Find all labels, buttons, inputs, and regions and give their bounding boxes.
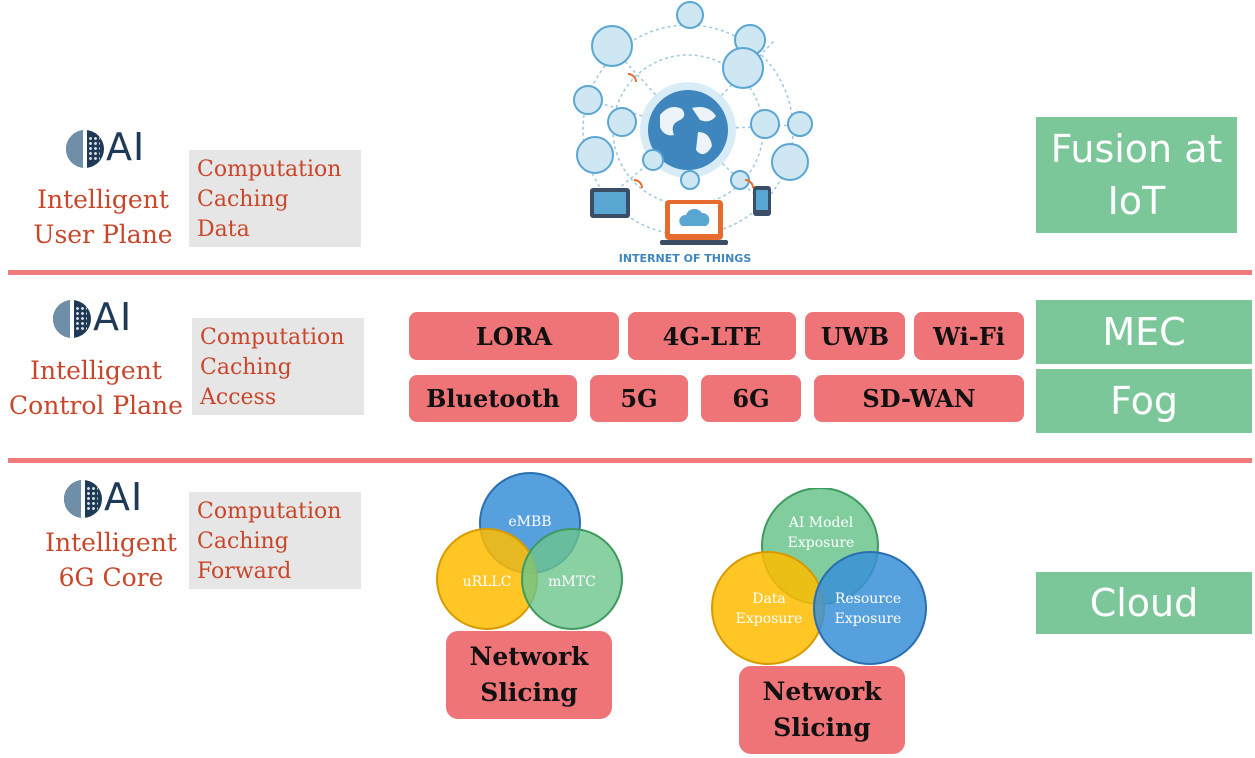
fog-label: Fog	[1036, 369, 1252, 433]
gear-icon	[573, 85, 603, 115]
6g-core-functions: Computation Caching Forward	[189, 492, 361, 589]
network-slicing-left: Network Slicing	[446, 631, 612, 719]
venn-label-mmtc: mMTC	[548, 574, 596, 590]
venn-label-embb: eMBB	[508, 514, 552, 530]
tech-sd-wan: SD-WAN	[814, 375, 1024, 422]
plane-divider	[8, 270, 1252, 275]
tech-5g: 5G	[590, 375, 688, 422]
plane-divider	[8, 458, 1252, 463]
user-plane-title: Intelligent User Plane	[33, 185, 173, 249]
network-slicing-right: Network Slicing	[739, 666, 905, 754]
6g-core-title: Intelligent 6G Core	[45, 528, 177, 592]
mec-label: MEC	[1036, 300, 1252, 364]
ai-logo: AI	[53, 295, 133, 342]
slicing-venn-right	[711, 488, 927, 665]
router-icon	[771, 143, 809, 181]
camera-icon	[591, 25, 633, 67]
iot-caption: INTERNET OF THINGS	[619, 252, 752, 265]
venn-circle-resource	[813, 551, 927, 665]
fusion-at-iot-label: Fusion at IoT	[1036, 117, 1237, 233]
control-plane-functions: Computation Caching Access	[192, 318, 364, 415]
tech-4g-lte: 4G-LTE	[628, 312, 796, 360]
user-plane-functions: Computation Caching Data	[189, 150, 361, 247]
tech-6g: 6G	[701, 375, 801, 422]
home-icon	[722, 47, 764, 89]
tech-bluetooth: Bluetooth	[409, 375, 577, 422]
tech-uwb: UWB	[805, 312, 905, 360]
venn-label-urllc: uRLLC	[462, 574, 512, 590]
tech-wifi: Wi-Fi	[914, 312, 1024, 360]
watch-icon	[607, 107, 637, 137]
slicing-venn-left	[436, 472, 623, 630]
factory-icon	[576, 136, 614, 174]
tech-lora: LORA	[409, 312, 619, 360]
ai-logo: AI	[64, 475, 144, 522]
cloud-label: Cloud	[1036, 572, 1252, 634]
venn-label-resource: Resource Exposure	[834, 591, 902, 627]
control-plane-title: Intelligent Control Plane	[9, 356, 183, 420]
heart-icon	[642, 149, 664, 171]
venn-label-data: Data Exposure	[735, 591, 803, 627]
venn-label-ai-model: AI Model Exposure	[787, 515, 855, 551]
ai-logo: AI	[66, 125, 146, 172]
venn-circle-mmtc	[521, 528, 623, 630]
printer-icon	[750, 109, 780, 139]
iot-illustration: INTERNET OF THINGS	[573, 1, 813, 265]
